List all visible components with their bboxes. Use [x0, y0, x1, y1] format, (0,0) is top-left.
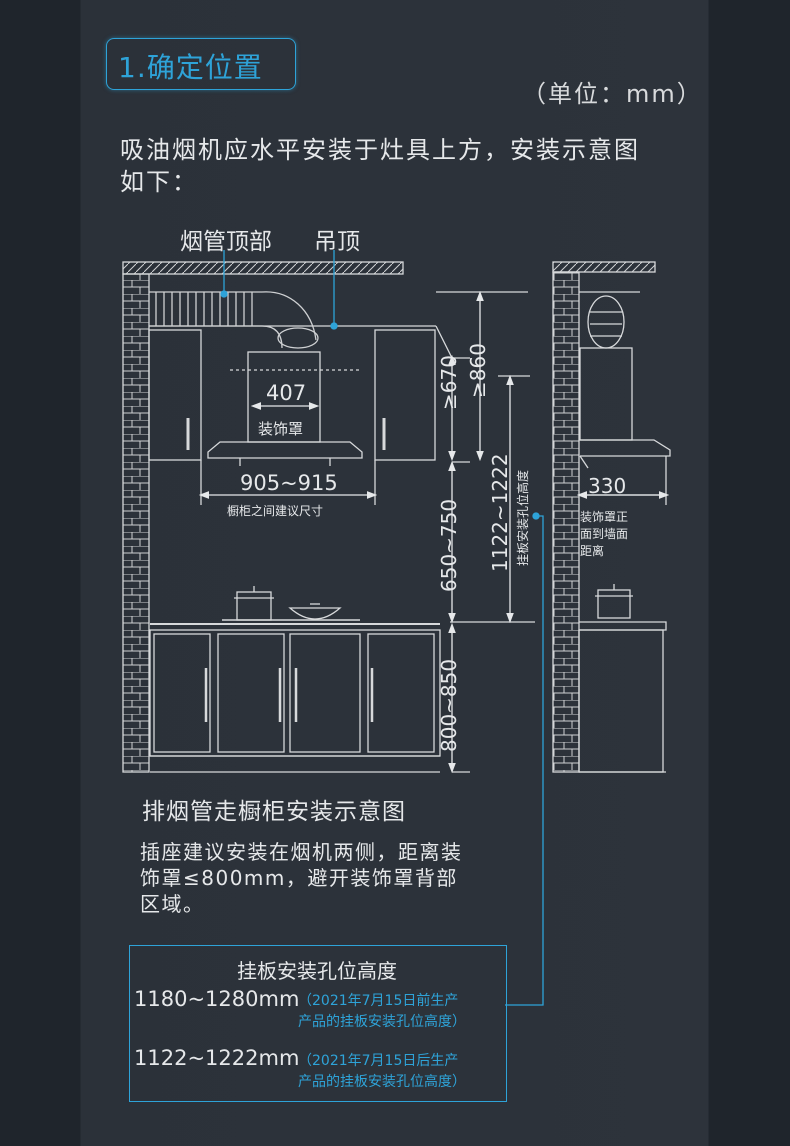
step-title: 1.确定位置 [118, 51, 263, 84]
dim-ge-670: ≥670 [437, 355, 461, 410]
unit-label: （单位：mm） [522, 80, 703, 108]
duct-top-label: 烟管顶部 [180, 229, 272, 255]
pot [236, 591, 272, 621]
upper-cabinet-right [374, 329, 436, 461]
intro-line-1: 吸油烟机应水平安装于灶具上方，安装示意图 [120, 136, 640, 164]
upper-cabinet-left [148, 329, 202, 461]
wok [288, 607, 342, 620]
side-duct [587, 295, 625, 349]
ceiling-slab [122, 261, 404, 275]
plate-note-after-2: 产品的挂板安装孔位高度） [298, 1074, 466, 1090]
hood-width-dim: 407 [266, 381, 307, 405]
wall-distance-note-3: 距离 [580, 544, 605, 558]
left-wall [122, 273, 150, 773]
plate-hole-label: 挂板安装孔位高度 [516, 469, 530, 566]
exhaust-duct [149, 291, 319, 349]
diagram-caption: 排烟管走橱柜安装示意图 [142, 799, 406, 825]
step-title-box [106, 38, 296, 90]
side-canopy [580, 439, 671, 457]
side-chimney [579, 347, 633, 441]
cabinet-gap-note: 橱柜之间建议尺寸 [227, 504, 324, 518]
intro-line-2: 如下： [120, 168, 198, 196]
hood-height-dim: 650~750 [437, 498, 461, 592]
hood-canopy [207, 441, 363, 459]
wall-distance-note-2: 面到墙面 [580, 527, 629, 541]
plate-range-before: 1180~1280mm [134, 987, 300, 1011]
wall-distance-note-1: 装饰罩正 [580, 510, 629, 524]
plate-info-title: 挂板安装孔位高度 [237, 959, 397, 983]
socket-note-3: 区域。 [140, 892, 205, 916]
ceiling-label: 吊顶 [314, 229, 360, 255]
plate-note-after-1: （2021年7月15日后生产 [298, 1053, 459, 1069]
dim-ge-860: ≥860 [466, 343, 490, 398]
plate-note-before-2: 产品的挂板安装孔位高度） [298, 1014, 466, 1030]
side-ceiling [552, 261, 656, 273]
wall-distance-dim: 330 [588, 474, 627, 498]
side-cabinet [578, 629, 664, 773]
plate-range-after: 1122~1222mm [134, 1046, 300, 1070]
side-wall [552, 271, 580, 773]
counter-height-dim: 800~850 [437, 658, 461, 752]
plate-info-box [129, 945, 507, 1102]
socket-note-1: 插座建议安装在烟机两侧，距离装 [140, 840, 463, 864]
plate-hole-dim: 1122~1222 [488, 453, 512, 572]
hood-cover-label: 装饰罩 [258, 420, 304, 438]
socket-note-2: 饰罩≤800mm，避开装饰罩背部 [140, 866, 458, 890]
cabinet-gap-dim: 905~915 [240, 471, 338, 495]
plate-note-before-1: （2021年7月15日前生产 [298, 993, 459, 1009]
